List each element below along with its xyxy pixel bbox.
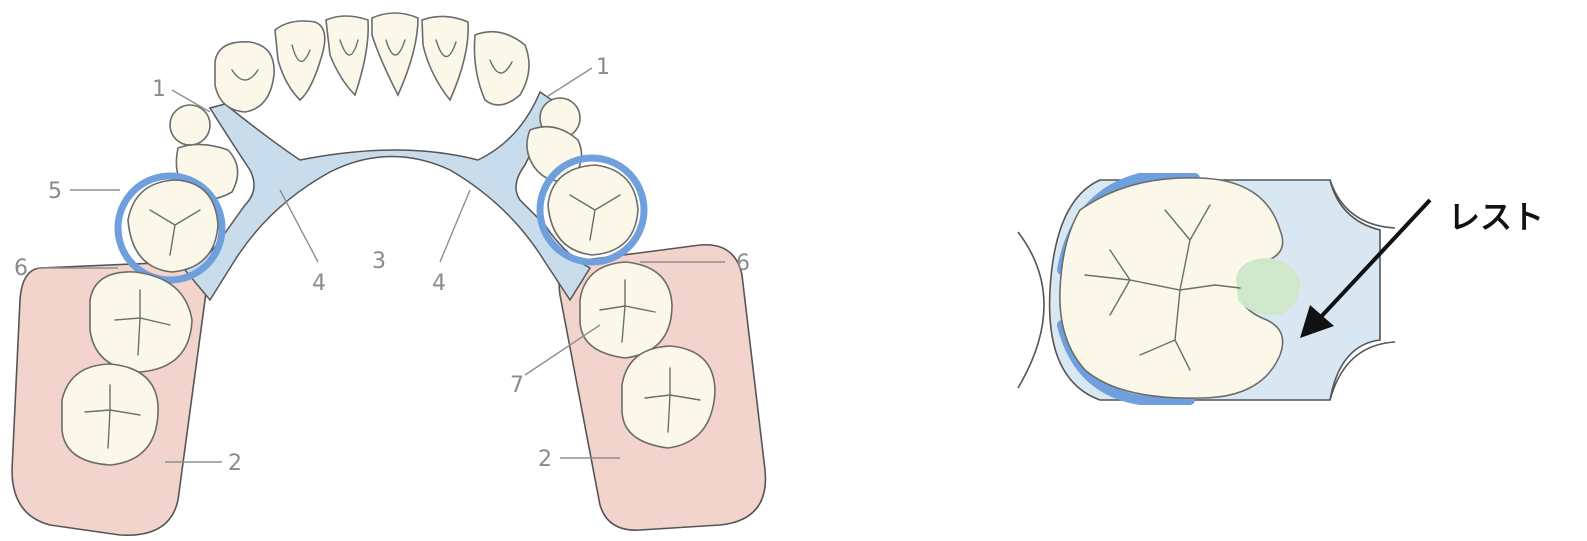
major-connector xyxy=(185,92,590,300)
rest-label: レスト xyxy=(1448,198,1544,236)
callout-1-left: 1 xyxy=(152,77,166,102)
callout-3: 3 xyxy=(372,249,386,274)
callout-1-right: 1 xyxy=(596,55,610,80)
callout-5: 5 xyxy=(48,179,62,204)
arch-diagram: 1 1 5 6 6 3 4 4 7 2 2 xyxy=(12,13,765,535)
adjacent-tooth-outline xyxy=(1018,232,1044,388)
callout-7: 7 xyxy=(510,373,524,398)
anterior-teeth xyxy=(215,13,529,112)
callout-2-right: 2 xyxy=(538,447,552,472)
callout-4-left: 4 xyxy=(312,271,326,296)
callout-6-left: 6 xyxy=(14,256,28,281)
rest-detail-diagram: レスト xyxy=(1018,178,1544,400)
callout-6-right: 6 xyxy=(736,251,750,276)
callout-4-right: 4 xyxy=(432,271,446,296)
callout-2-left: 2 xyxy=(228,451,242,476)
